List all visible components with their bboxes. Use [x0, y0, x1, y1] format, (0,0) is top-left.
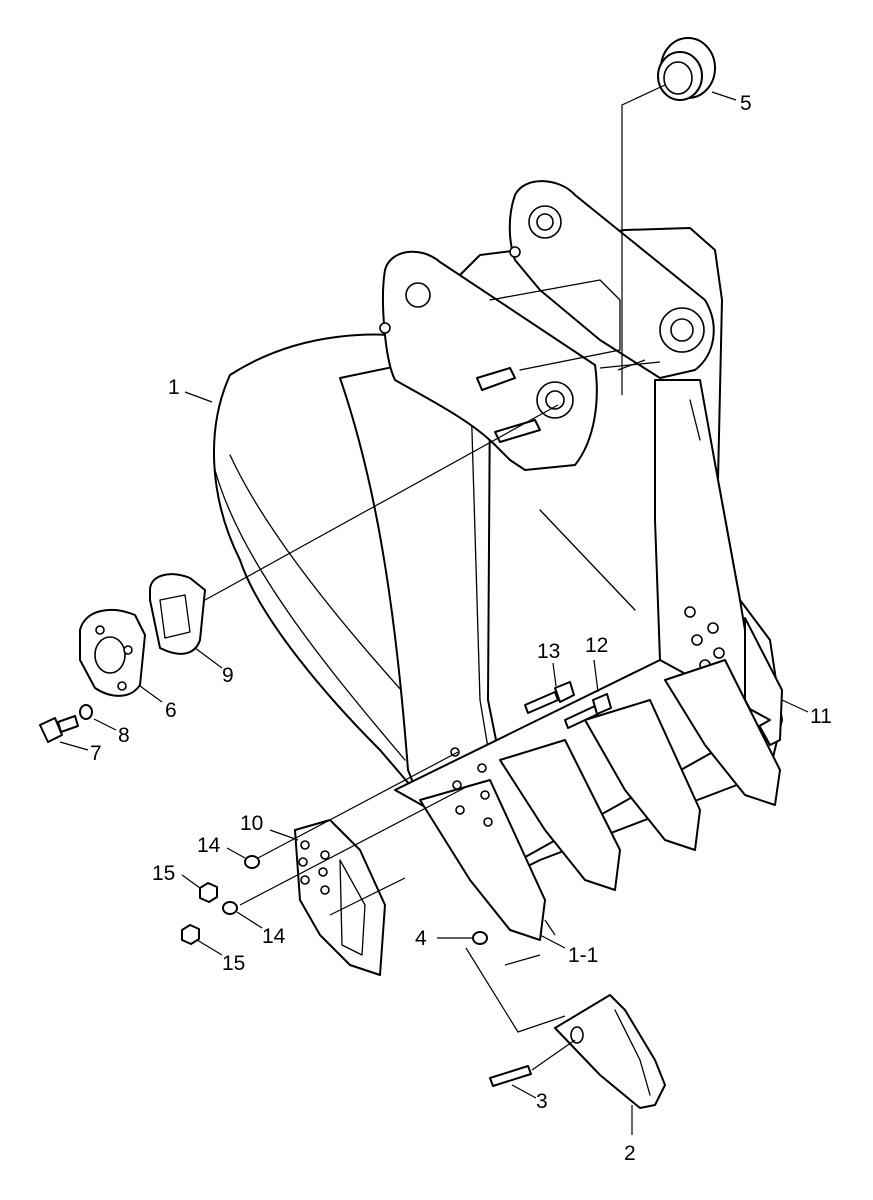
nut-part-15a [199, 882, 218, 903]
bushing-part-5 [657, 37, 716, 101]
callout-7: 7 [90, 742, 102, 765]
callout-14b: 14 [262, 925, 286, 948]
retainer-plate-part-6 [79, 609, 146, 697]
pin-part-3 [489, 1065, 532, 1087]
bolt-part-13 [524, 681, 575, 714]
callout-12: 12 [585, 634, 608, 657]
shim-plate-part-9 [149, 573, 206, 655]
callout-1-1: 1-1 [568, 944, 598, 967]
bolt-part-12 [564, 693, 612, 729]
callout-10: 10 [240, 812, 263, 835]
washer-part-14b [222, 901, 238, 915]
callout-2: 2 [624, 1142, 636, 1165]
bucket-body [213, 180, 783, 941]
callout-15a: 15 [152, 862, 175, 885]
callout-11: 11 [810, 705, 832, 728]
callout-13: 13 [537, 640, 560, 663]
callout-8: 8 [118, 724, 130, 747]
callout-5: 5 [740, 92, 752, 115]
side-plate-part-10 [294, 819, 386, 976]
washer-part-14a [244, 855, 260, 869]
callout-14a: 14 [197, 834, 221, 857]
washer-part-8 [79, 704, 93, 720]
leader-lines [59, 84, 809, 1135]
callouts: 5 1 9 6 8 7 10 14 15 14 15 4 1-1 3 2 11 … [90, 92, 832, 1165]
callout-9: 9 [222, 664, 234, 687]
washer-part-4 [472, 931, 488, 945]
callout-6: 6 [165, 699, 177, 722]
callout-15b: 15 [222, 952, 245, 975]
callout-4: 4 [415, 927, 427, 950]
bolt-part-7 [39, 715, 79, 743]
nut-part-15b [181, 924, 200, 945]
callout-1: 1 [168, 376, 180, 399]
callout-3: 3 [536, 1090, 548, 1113]
tooth-part-2 [554, 994, 666, 1109]
